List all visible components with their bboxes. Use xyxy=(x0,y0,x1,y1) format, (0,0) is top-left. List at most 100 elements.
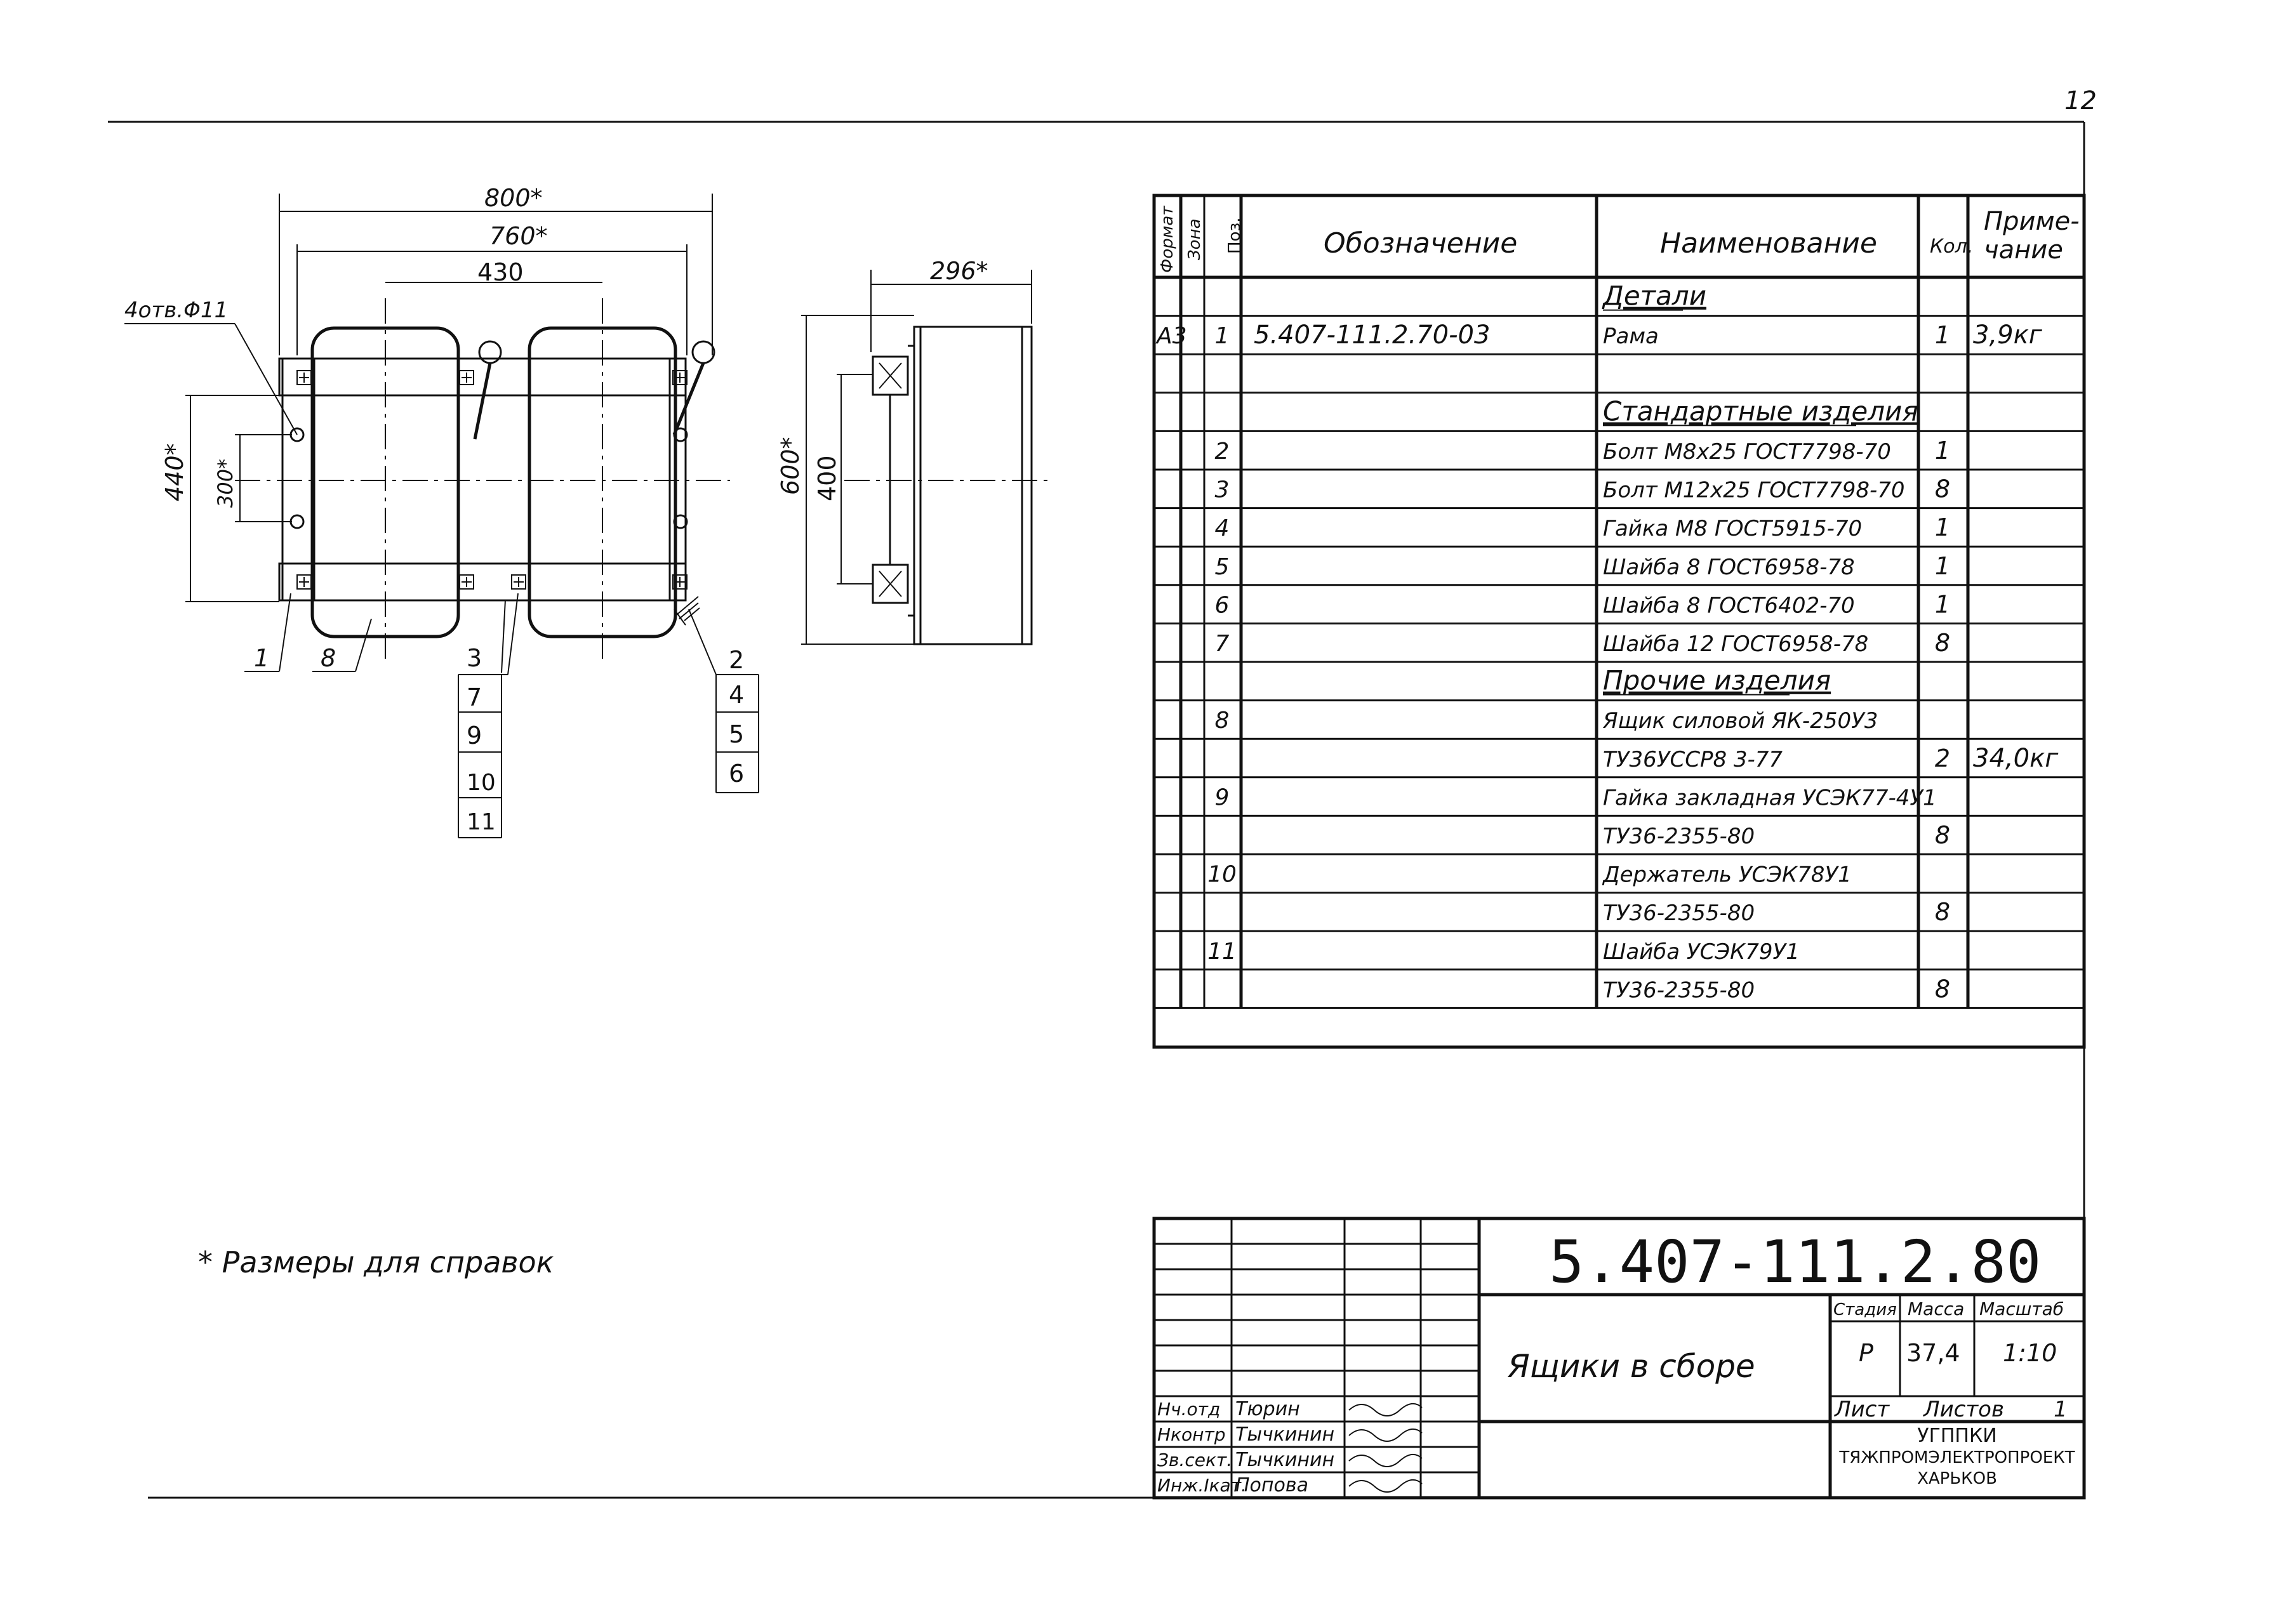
table-cell-name: Рама xyxy=(1603,324,1659,349)
signature-name: Попова xyxy=(1235,1474,1308,1496)
pos-5: 5 xyxy=(729,720,744,748)
table-cell-name: Болт М8х25 ГОСТ7798-70 xyxy=(1603,439,1891,465)
sheet-label: Лист xyxy=(1833,1397,1890,1422)
table-cell-qty: 1 xyxy=(1935,437,1950,465)
mass-value: 37,4 xyxy=(1906,1339,1960,1367)
sheets-value: 1 xyxy=(2054,1397,2068,1422)
dim-horizontal: 800* 760* 430 xyxy=(279,184,713,355)
table-row: 2 Болт М8х25 ГОСТ7798-70 1 xyxy=(1215,437,1951,465)
front-view: 800* 760* 430 440* 300* 4отв.Φ11 1 xyxy=(124,184,759,838)
table-row: 10 Держатель УСЭК78У1 xyxy=(1207,862,1852,888)
header-format: Формат xyxy=(1158,206,1177,273)
title-block-rows xyxy=(1154,1243,1479,1474)
table-cell-name: Шайба 12 ГОСТ6958-78 xyxy=(1603,631,1868,657)
dim-300: 300* xyxy=(213,459,237,508)
table-cell-qty: 1 xyxy=(1935,513,1950,541)
mass-label: Масса xyxy=(1908,1298,1964,1319)
table-row: ТУ36УССР8 3-77 2 34,0кг xyxy=(1603,744,2059,773)
org-line-1: УГППКИ xyxy=(1917,1425,1996,1447)
table-cell-qty: 8 xyxy=(1935,821,1950,849)
hole-note: 4отв.Φ11 xyxy=(124,298,228,323)
table-cell-pos: 5 xyxy=(1215,554,1230,580)
signature-role: Инж.Ікат. xyxy=(1157,1475,1247,1496)
signature-scribble-icon xyxy=(1348,1479,1423,1493)
org-line-3: ХАРЬКОВ xyxy=(1917,1469,1997,1488)
table-row: 5 Шайба 8 ГОСТ6958-78 1 xyxy=(1215,552,1951,580)
signature-row: Зв.сект.Тычкинин xyxy=(1157,1449,1423,1471)
signature-role: Зв.сект. xyxy=(1157,1449,1232,1470)
table-row: 9 Гайка закладная УСЭК77-4У1 xyxy=(1215,784,1937,810)
dim-440: 440* xyxy=(161,443,189,501)
table-cell-name: Болт М12х25 ГОСТ7798-70 xyxy=(1603,478,1905,503)
pos-callouts: 1 8 3 7 9 10 11 2 4 5 6 xyxy=(244,593,759,838)
table-cell-pos: 11 xyxy=(1207,939,1237,965)
signature-name: Тюрин xyxy=(1235,1398,1300,1420)
table-cell-designation: 5.407-111.2.70-03 xyxy=(1254,320,1490,350)
table-cell-name: ТУ36-2355-80 xyxy=(1603,901,1755,926)
dim-430: 430 xyxy=(477,258,524,286)
table-row: Детали xyxy=(1602,281,1706,312)
table-row: 4 Гайка М8 ГОСТ5915-70 1 xyxy=(1215,513,1951,541)
pos-3: 3 xyxy=(467,644,482,672)
table-cell-pos: 1 xyxy=(1215,323,1230,349)
scale-label: Масштаб xyxy=(1979,1298,2064,1319)
signature-role: Нконтр xyxy=(1157,1424,1226,1445)
table-cell-qty: 1 xyxy=(1935,552,1950,580)
table-cell-name: ТУ36-2355-80 xyxy=(1603,977,1755,1003)
page-number: 12 xyxy=(2064,86,2097,116)
header-zone: Зона xyxy=(1185,218,1204,260)
dim-296: 296* xyxy=(930,257,988,285)
header-pos: Поз. xyxy=(1225,217,1244,254)
signature-row: Нконтр Тычкинин xyxy=(1157,1423,1423,1446)
reference-note: * Размеры для справок xyxy=(198,1245,554,1279)
table-cell-pos: 9 xyxy=(1215,784,1230,810)
side-view: 296* 600* 400 xyxy=(776,257,1054,645)
table-cell-name: ТУ36УССР8 3-77 xyxy=(1603,747,1783,772)
signature-name: Тычкинин xyxy=(1235,1449,1334,1471)
table-cell-pos: 6 xyxy=(1215,592,1230,618)
table-cell-name: Прочие изделия xyxy=(1603,665,1831,696)
signature-name: Тычкинин xyxy=(1235,1423,1334,1446)
pos-6: 6 xyxy=(729,760,744,788)
pos-11: 11 xyxy=(467,809,496,835)
org-line-2: ТЯЖПРОМЭЛЕКТРОПРОЕКТ xyxy=(1838,1448,2075,1467)
sheets-label: Листов xyxy=(1922,1397,2004,1422)
table-cell-name: Шайба 8 ГОСТ6958-78 xyxy=(1603,555,1855,580)
table-cell-qty: 8 xyxy=(1935,629,1950,657)
table-cell-pos: 2 xyxy=(1215,439,1230,465)
table-cell-pos: 4 xyxy=(1215,515,1230,541)
pos-4: 4 xyxy=(729,681,744,709)
signature-scribble-icon xyxy=(1348,1429,1423,1442)
signature-role: Нч.отд xyxy=(1157,1399,1220,1420)
table-cell-name: Ящик силовой ЯК-250У3 xyxy=(1602,708,1878,734)
table-row: Прочие изделия xyxy=(1603,665,1831,696)
pos-10: 10 xyxy=(467,770,496,796)
header-designation: Обозначение xyxy=(1324,227,1517,260)
dim-760: 760* xyxy=(489,222,548,250)
table-cell-qty: 8 xyxy=(1935,475,1950,503)
stage-value: Р xyxy=(1859,1339,1873,1367)
header-name: Наименование xyxy=(1660,227,1877,260)
table-cell-qty: 1 xyxy=(1935,590,1950,618)
stage-label: Стадия xyxy=(1833,1300,1897,1319)
bolt-symbols xyxy=(296,370,688,590)
header-note-2: чание xyxy=(1984,235,2063,265)
table-cell-qty: 2 xyxy=(1935,744,1950,772)
table-cell-note: 34,0кг xyxy=(1973,744,2059,773)
drawing-code: 5.407-111.2.80 xyxy=(1549,1228,2041,1296)
header-note-1: Приме- xyxy=(1984,207,2080,236)
table-cell-name: Гайка закладная УСЭК77-4У1 xyxy=(1603,785,1937,810)
table-cell-name: Гайка М8 ГОСТ5915-70 xyxy=(1603,516,1862,541)
dim-vertical: 440* 300* xyxy=(161,395,292,602)
table-cell-pos: 10 xyxy=(1207,862,1237,888)
table-cell-name: Держатель УСЭК78У1 xyxy=(1602,862,1852,888)
